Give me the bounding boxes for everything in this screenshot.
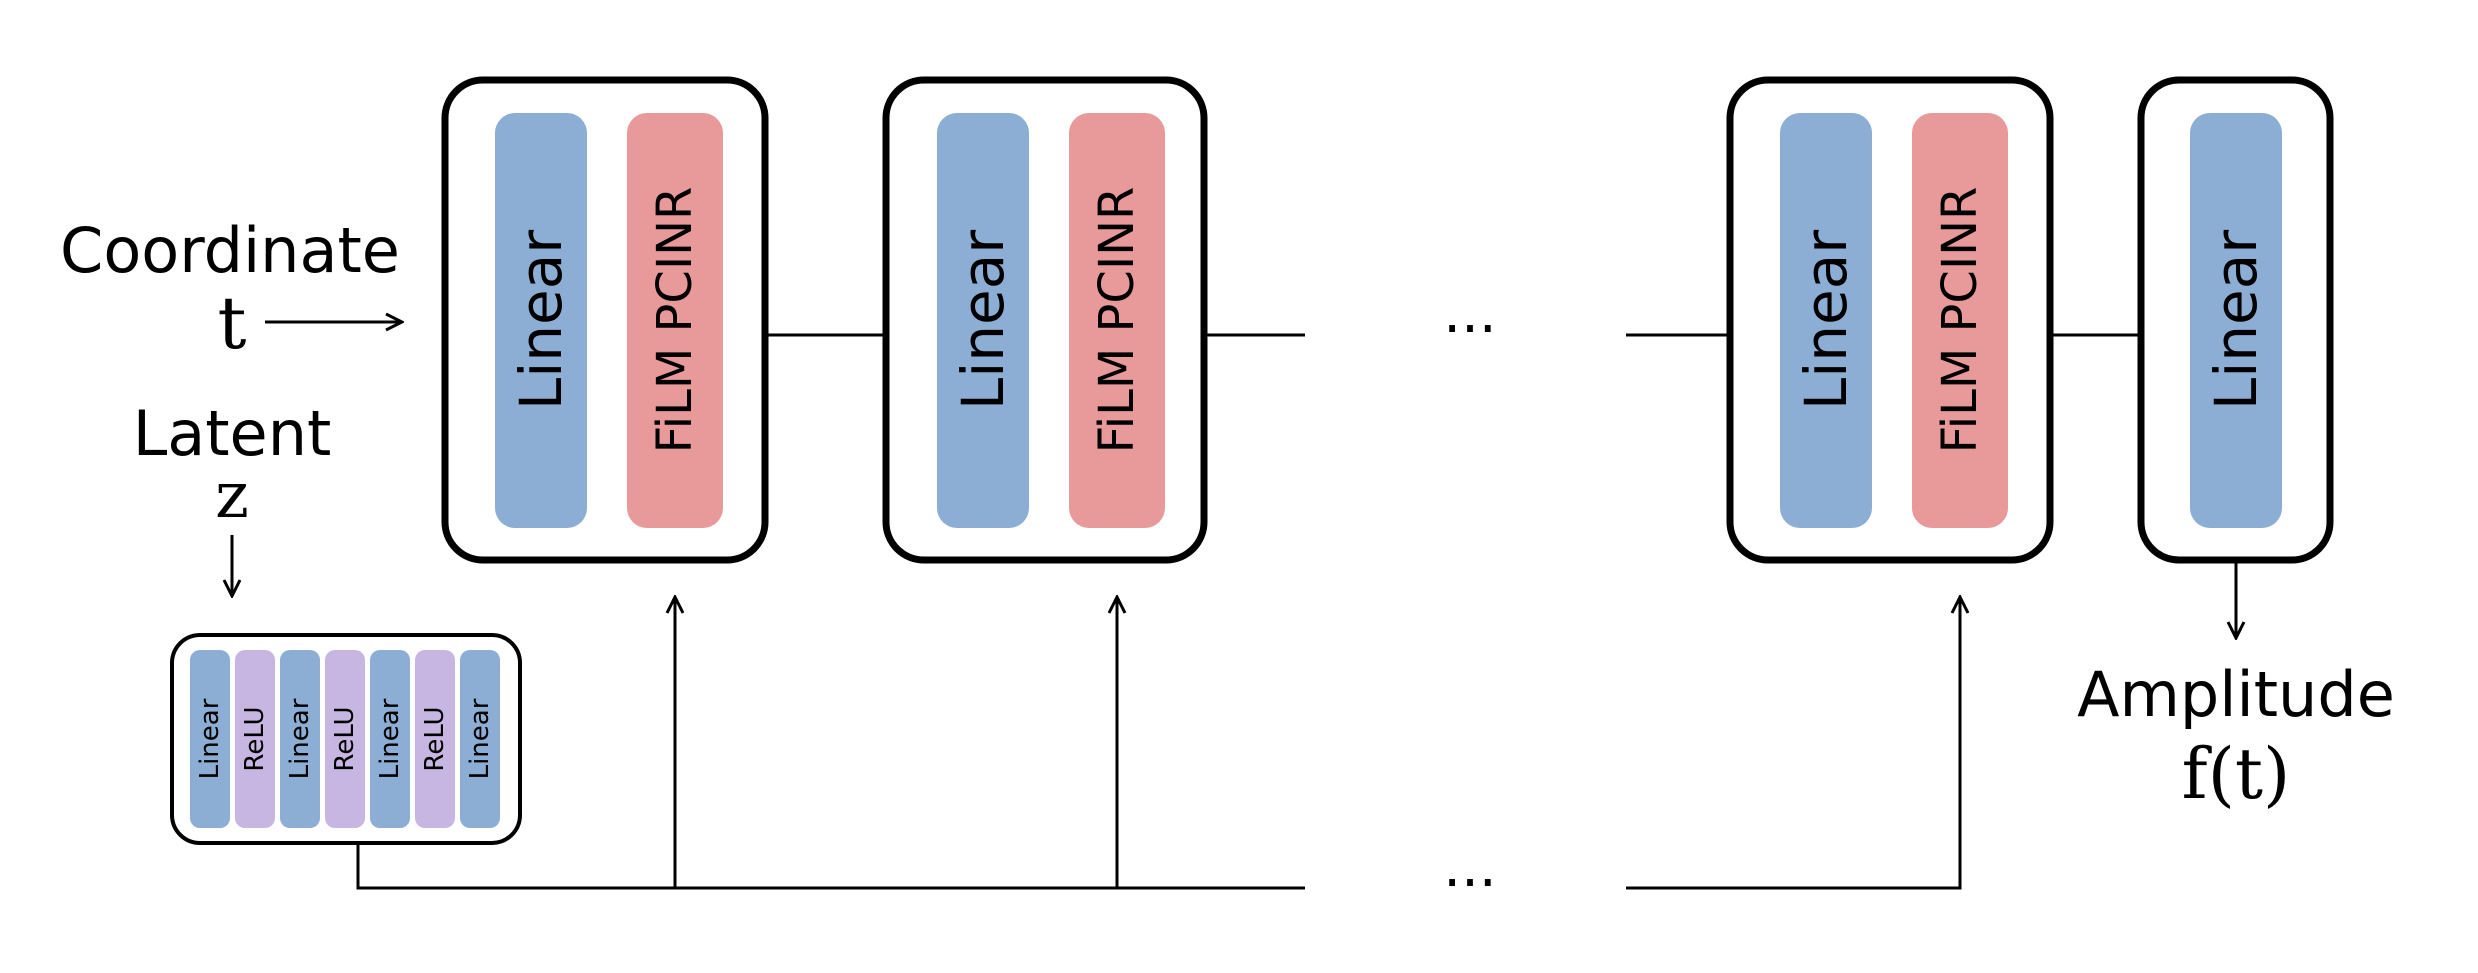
latent-symbol: z [215,459,249,533]
mapping-layer-4-label: ReLU [330,706,360,771]
ellipsis-bottom: ··· [1443,851,1496,916]
mapping-layer-6-label: ReLU [420,706,450,771]
coordinate-label: Coordinate [60,214,400,287]
block-3-film-label: FiLM PCINR [1932,187,1988,454]
ellipsis-top: ··· [1443,297,1496,362]
mapping-layer-2-label: ReLU [240,706,270,771]
output-label: Amplitude [2077,658,2395,731]
conditioning-bus-left [356,845,1305,890]
mapping-layer-6 [415,650,455,828]
block-1-linear-label: Linear [507,230,575,410]
block-1-linear-layer [495,113,587,528]
coordinate-symbol: t [218,281,247,365]
block-3-linear-layer [1780,113,1872,528]
block-3-film-layer [1912,113,2008,528]
mapping-network-layers: Linear ReLU Linear ReLU Linear ReLU Line… [190,650,500,828]
block-2-linear-layer [937,113,1029,528]
block-4-linear-layer [2190,113,2282,528]
block-2-film-label: FiLM PCINR [1089,187,1145,454]
conditioning-bus-right [1626,597,1960,890]
mapping-layer-3-label: Linear [285,698,315,779]
mapping-layer-7 [460,650,500,828]
output-symbol: f(t) [2182,733,2291,815]
block-3-linear-label: Linear [1792,230,1860,410]
block-4-linear-label: Linear [2202,230,2270,410]
mapping-layer-5-label: Linear [375,698,405,779]
latent-label: Latent [133,397,332,470]
mapping-layer-1-label: Linear [195,698,225,779]
mapping-layer-4 [325,650,365,828]
block-1-film-label: FiLM PCINR [647,187,703,454]
mapping-layer-1 [190,650,230,828]
block-2-linear-label: Linear [949,230,1017,410]
mapping-layer-7-label: Linear [465,698,495,779]
mapping-layer-3 [280,650,320,828]
mapping-layer-5 [370,650,410,828]
block-2-film-layer [1069,113,1165,528]
mapping-layer-2 [235,650,275,828]
block-1-film-layer [627,113,723,528]
